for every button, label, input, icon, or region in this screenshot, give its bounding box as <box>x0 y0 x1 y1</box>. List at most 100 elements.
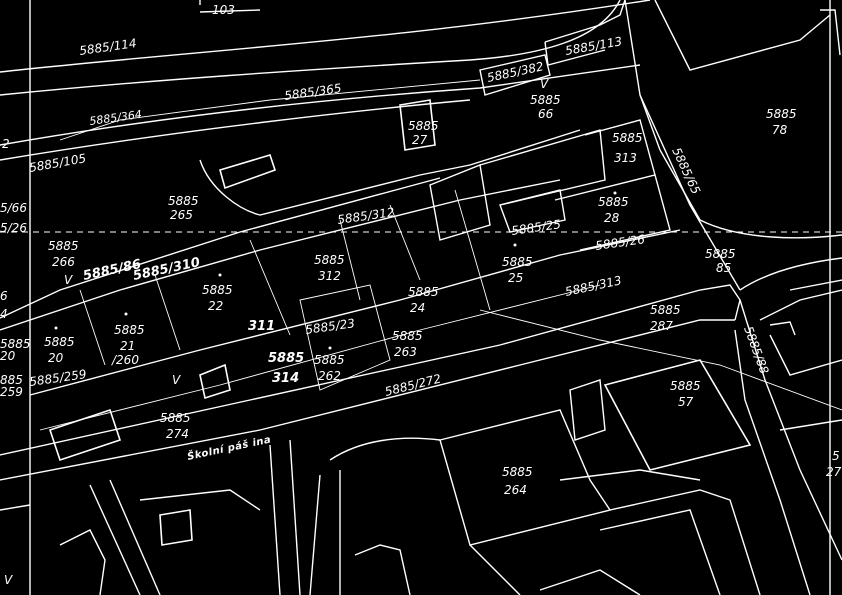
marker-v: V <box>540 77 549 91</box>
road-edge <box>639 94 741 291</box>
street-edge <box>29 229 681 396</box>
parcel-label: 266 <box>52 255 75 269</box>
building-outline <box>48 408 122 462</box>
road-edge <box>269 444 281 595</box>
parcel-label: 5885 <box>314 253 345 267</box>
parcel-label: 85 <box>716 261 731 275</box>
building-outline <box>569 379 606 441</box>
parcel-label: 5885/382 <box>486 59 545 85</box>
building-outline <box>603 359 752 471</box>
building-outline <box>539 569 641 595</box>
parcel-label: 5885 <box>268 351 304 366</box>
building-outline <box>599 509 721 595</box>
boundary-line <box>779 419 842 431</box>
parcel-divider <box>79 289 106 366</box>
parcel-point <box>54 326 58 330</box>
road-edge <box>734 329 811 595</box>
parcel-label: 5885 <box>530 93 561 107</box>
parcel-label: 5885 <box>202 283 233 297</box>
parcel-label: 5/26 <box>0 221 27 235</box>
parcel-label: 28 <box>604 211 620 225</box>
building-outline <box>159 509 193 546</box>
building-outline <box>299 284 391 391</box>
parcel-label: /260 <box>111 353 139 367</box>
parcel-point <box>613 191 617 195</box>
building-outline <box>59 529 106 595</box>
parcel-point <box>513 243 517 247</box>
boundary-line <box>544 0 626 43</box>
building-outline <box>479 54 551 96</box>
road-edge <box>309 474 321 595</box>
parcel-label: 5885/25 <box>510 217 561 238</box>
parcel-label: 5/66 <box>0 201 27 215</box>
road-edge <box>699 219 842 239</box>
road-edge <box>289 439 301 595</box>
boundary-line <box>0 179 561 331</box>
parcel-label: 5885/310 <box>132 255 202 284</box>
parcel-divider <box>389 204 421 281</box>
parcel-label: 5885/259 <box>28 367 87 389</box>
parcel-label: 5885/313 <box>564 273 623 299</box>
street-edge <box>0 319 735 481</box>
road-edge <box>759 289 842 321</box>
parcel-label: 22 <box>208 299 223 313</box>
parcel-label: 264 <box>504 483 527 497</box>
parcel-label: 885 <box>0 373 23 387</box>
parcel-label: 20 <box>0 349 16 363</box>
parcel-label: 313 <box>614 151 637 165</box>
parcel-label: 5885/113 <box>564 34 623 58</box>
parcel-label: 6 <box>0 289 8 303</box>
boundary-line <box>199 0 261 13</box>
parcel-label: 5885 <box>160 411 191 425</box>
parcel-label: 5885 <box>670 379 701 393</box>
parcel-label: 5885 <box>766 107 797 121</box>
parcel-label: 27 <box>826 465 842 479</box>
parcel-label: 103 <box>212 3 235 17</box>
parcel-divider <box>339 219 361 301</box>
boundary-line <box>0 64 641 146</box>
parcel-label: 5885 <box>168 194 199 208</box>
boundary-line <box>789 279 842 291</box>
boundary-line <box>199 129 581 216</box>
marker-v: V <box>64 273 73 287</box>
parcel-label: 5885 <box>598 195 629 209</box>
parcel-label: 5885/114 <box>78 36 137 58</box>
parcel-label: 5 <box>832 449 840 463</box>
boundary-line <box>0 99 471 161</box>
parcel-label: 5885 <box>44 335 75 349</box>
parcel-point <box>218 273 222 277</box>
boundary-line <box>0 0 651 73</box>
parcel-label: 263 <box>394 345 417 359</box>
road-edge <box>559 469 701 481</box>
road-edge <box>329 437 441 461</box>
parcel-label: 274 <box>166 427 189 441</box>
parcel-divider <box>249 239 291 336</box>
parcel-label: 5885 <box>705 247 736 261</box>
parcel-label: 287 <box>650 319 673 333</box>
building-outline <box>199 363 231 400</box>
building-outline <box>399 99 436 151</box>
parcel-label: 21 <box>120 339 135 353</box>
parcel-label: 57 <box>678 395 694 409</box>
parcel-label: 5885 <box>502 465 533 479</box>
parcel-divider <box>154 274 181 351</box>
building-outline <box>554 174 671 251</box>
parcel-label: 2 <box>2 137 10 151</box>
parcel-label: 5885/88 <box>741 324 771 376</box>
parcel-label: 5885 <box>408 119 439 133</box>
parcel-label: 5885 <box>114 323 145 337</box>
boundary-line <box>479 309 842 411</box>
parcel-label: 5885 <box>408 285 439 299</box>
parcel-label: 5885/26 <box>594 232 646 253</box>
road-edge <box>769 321 796 336</box>
boundary-line <box>0 504 31 511</box>
building-outline <box>354 544 411 595</box>
parcel-label: 312 <box>318 269 341 283</box>
marker-v: V <box>172 373 181 387</box>
parcel-label: 311 <box>248 319 275 334</box>
road-edge <box>609 489 761 595</box>
parcel-label: 5885 <box>392 329 423 343</box>
parcel-label: 24 <box>410 301 425 315</box>
parcel-label: 314 <box>272 371 299 386</box>
